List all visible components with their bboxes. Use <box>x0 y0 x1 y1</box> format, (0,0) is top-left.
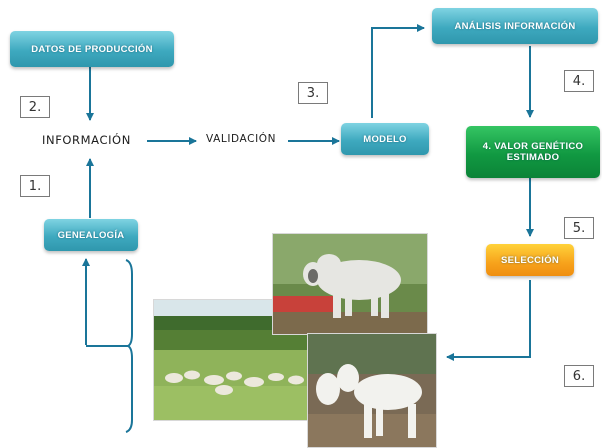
step-box-6: 6. <box>564 365 594 387</box>
node-seleccion: SELECCIÓN <box>486 244 574 276</box>
node-modelo-label: MODELO <box>363 133 407 145</box>
node-datos-produccion-label: DATOS DE PRODUCCIÓN <box>31 43 153 55</box>
node-datos-produccion: DATOS DE PRODUCCIÓN <box>10 31 174 67</box>
node-valor-genetico: 4. VALOR GENÉTICO ESTIMADO <box>466 126 600 178</box>
zebu-bull-photo <box>272 233 428 335</box>
step-box-2: 2. <box>20 96 50 118</box>
white-zebu-cows-photo <box>307 333 437 448</box>
arrow-seleccion-to-cattle <box>446 280 531 361</box>
step-box-5: 5. <box>564 217 594 239</box>
node-modelo: MODELO <box>341 123 429 155</box>
step-box-1: 1. <box>20 175 50 197</box>
label-validacion: VALIDACIÓN <box>206 133 277 145</box>
step-box-4: 4. <box>564 70 594 92</box>
node-seleccion-label: SELECCIÓN <box>500 254 560 266</box>
step-box-3: 3. <box>298 82 328 104</box>
node-analisis-label: ANÁLISIS INFORMACIÓN <box>454 20 576 32</box>
node-valor-genetico-label: 4. VALOR GENÉTICO ESTIMADO <box>482 141 584 163</box>
node-genealogia-label: GENEALOGÍA <box>57 229 125 241</box>
label-informacion: INFORMACIÓN <box>42 133 131 147</box>
node-genealogia: GENEALOGÍA <box>44 219 138 251</box>
node-analisis-informacion: ANÁLISIS INFORMACIÓN <box>432 8 598 44</box>
arrow-modelo-to-analisis <box>371 24 425 118</box>
